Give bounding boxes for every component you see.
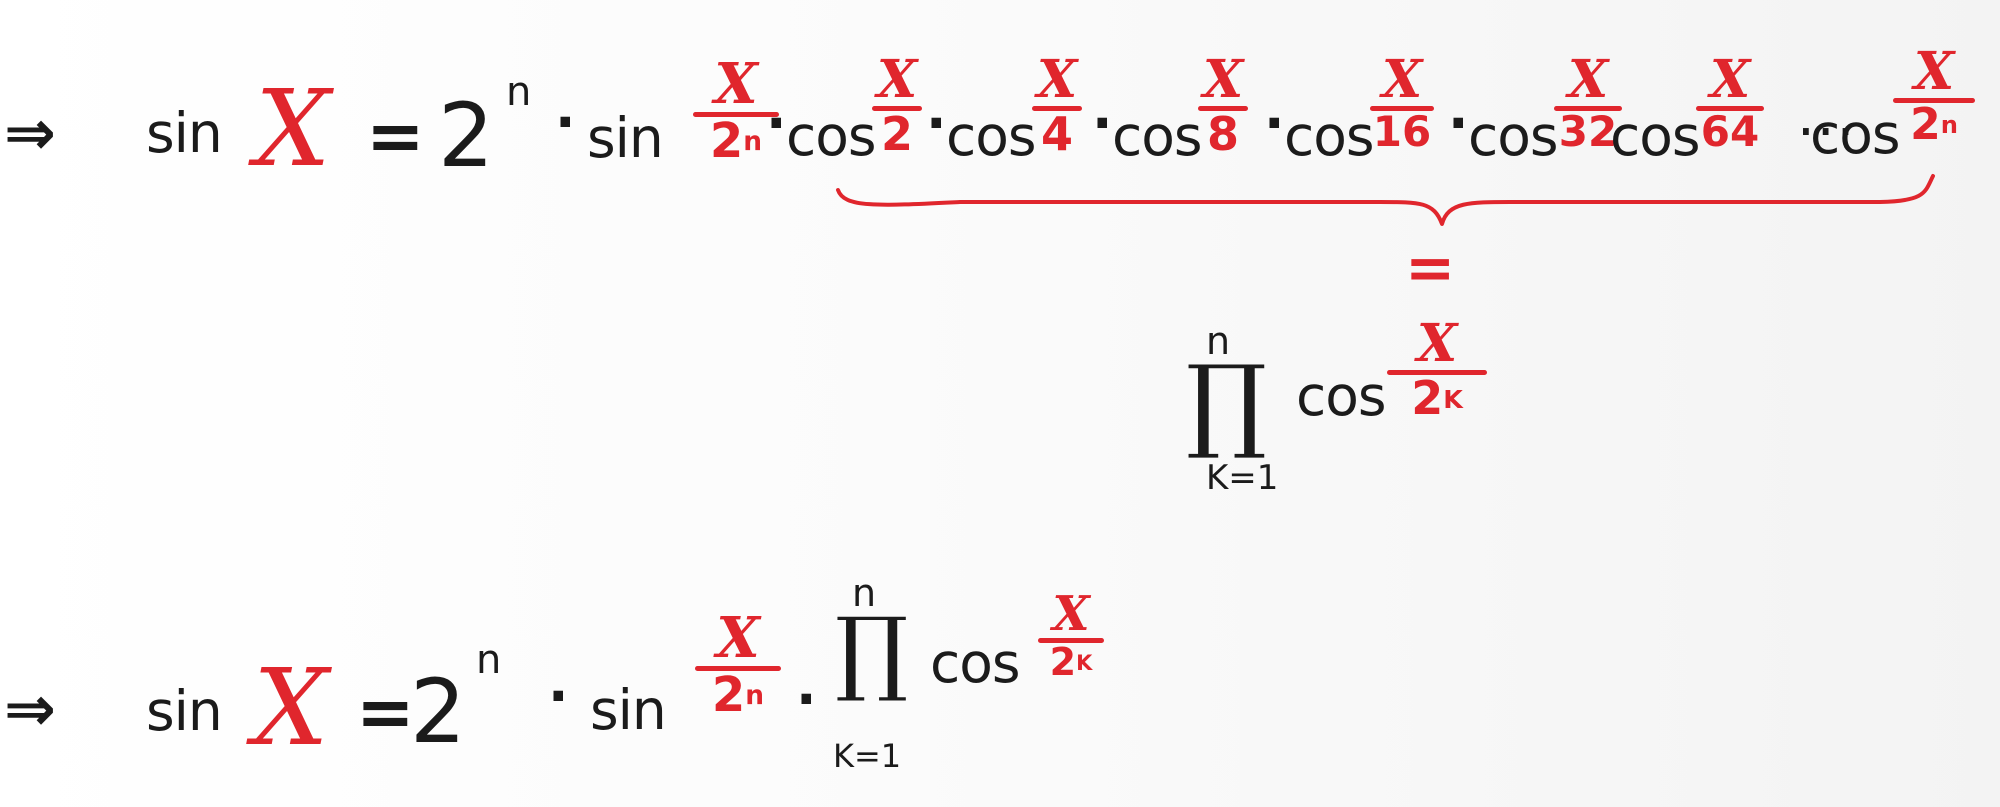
fraction-denominator: 8 bbox=[1206, 107, 1239, 161]
denominator-exponent-n: n bbox=[743, 126, 763, 158]
denominator-base-2: 2 bbox=[1049, 640, 1077, 684]
denominator-exponent-n: n bbox=[745, 680, 765, 712]
lhs-variable-x-2: X bbox=[253, 646, 329, 769]
cos-function: cos bbox=[1112, 104, 1203, 168]
denominator-base-2: 2 bbox=[1910, 99, 1941, 150]
fraction-numerator-x: X bbox=[1381, 49, 1423, 110]
multiply-dot: · bbox=[1092, 92, 1113, 155]
fraction-denominator: 2 bbox=[880, 107, 913, 161]
cos-function-2: cos bbox=[930, 631, 1021, 695]
fraction-bar bbox=[695, 666, 781, 671]
multiply-dot: · bbox=[1448, 92, 1469, 155]
fraction-numerator-x: X bbox=[1202, 49, 1244, 110]
ellipsis: ··· bbox=[1797, 100, 1857, 165]
fraction-bar bbox=[872, 106, 922, 111]
lhs-sin-2: sin bbox=[146, 679, 223, 743]
implies-arrow-1: ⇒ bbox=[4, 96, 56, 169]
brace-cos-fraction: X 2K bbox=[1384, 318, 1490, 421]
multiply-dot: · bbox=[926, 92, 947, 155]
brace-cos-function: cos bbox=[1296, 364, 1387, 428]
fraction-bar bbox=[1370, 106, 1434, 111]
fraction-denominator-2k: 2K bbox=[1384, 375, 1490, 421]
lhs-sin-1: sin bbox=[146, 101, 223, 165]
multiply-dot: · bbox=[1264, 92, 1285, 155]
fraction-denominator: 16 bbox=[1372, 107, 1432, 156]
denominator-exponent-n: n bbox=[1940, 110, 1958, 139]
fraction-denominator-2n: 2n bbox=[688, 117, 784, 165]
multiply-dot-3: · bbox=[796, 668, 817, 731]
product-lower-limit-k1: K=1 bbox=[833, 737, 902, 775]
fraction-numerator-x: X bbox=[1052, 586, 1090, 642]
last-cos-function: cos bbox=[1810, 102, 1901, 166]
fraction-numerator-x: X bbox=[1709, 49, 1751, 110]
lhs-variable-x-1: X bbox=[255, 67, 331, 190]
multiply-dot: · bbox=[766, 92, 787, 155]
sin-argument-fraction-1: X 2n bbox=[688, 56, 784, 165]
cos-function: cos bbox=[946, 104, 1037, 168]
product-lower-limit-k1: K=1 bbox=[1206, 458, 1279, 498]
last-cos-fraction: X 2n bbox=[1888, 46, 1980, 147]
coefficient-exponent-n-1: n bbox=[506, 69, 532, 115]
fraction-numerator-x: X bbox=[714, 51, 758, 117]
denominator-exponent-k: K bbox=[1443, 384, 1463, 414]
fraction-bar bbox=[1893, 98, 1975, 103]
denominator-exponent-k: K bbox=[1076, 650, 1093, 675]
denominator-base-2: 2 bbox=[709, 113, 744, 169]
cos-function: cos bbox=[1468, 104, 1559, 168]
product-upper-limit-n: n bbox=[852, 571, 877, 615]
implies-arrow-2: ⇒ bbox=[4, 672, 56, 745]
fraction-numerator-x: X bbox=[1416, 313, 1458, 374]
fraction-denominator: 4 bbox=[1040, 107, 1073, 161]
fraction-bar bbox=[1696, 106, 1764, 111]
denominator-base-2: 2 bbox=[1411, 371, 1444, 425]
fraction-denominator: 32 bbox=[1558, 107, 1618, 156]
multiply-dot-2: · bbox=[548, 665, 569, 728]
fraction-numerator-x: X bbox=[876, 49, 918, 110]
product-upper-limit-n: n bbox=[1206, 319, 1231, 363]
fraction-bar bbox=[693, 112, 779, 117]
fraction-denominator-2n: 2n bbox=[690, 671, 786, 719]
equals-sign-1: = bbox=[366, 95, 425, 177]
fraction-denominator: 64 bbox=[1700, 107, 1760, 156]
fraction-bar bbox=[1387, 370, 1487, 375]
cos-function: cos bbox=[1610, 104, 1701, 168]
fraction-bar bbox=[1038, 638, 1104, 643]
fraction-numerator-x: X bbox=[1913, 41, 1955, 102]
fraction-denominator-2n: 2n bbox=[1888, 103, 1980, 147]
coefficient-exponent-n-2: n bbox=[476, 637, 502, 683]
sin-function-1: sin bbox=[587, 106, 664, 170]
fraction-bar bbox=[1554, 106, 1622, 111]
fraction-numerator-x: X bbox=[1567, 49, 1609, 110]
product-symbol: ∏ bbox=[1186, 344, 1268, 463]
sin-argument-fraction-2: X 2n bbox=[690, 610, 786, 719]
multiply-dot-1: · bbox=[555, 91, 576, 154]
cos-argument-fraction-2: X 2K bbox=[1034, 590, 1108, 681]
fraction-numerator-x: X bbox=[716, 605, 760, 671]
equals-sign-2: = bbox=[356, 671, 415, 753]
cos-function: cos bbox=[786, 104, 877, 168]
cos-function: cos bbox=[1284, 104, 1375, 168]
fraction-bar bbox=[1198, 106, 1248, 111]
brace-equals-sign: = bbox=[1405, 233, 1456, 303]
fraction-bar bbox=[1032, 106, 1082, 111]
coefficient-two-1: 2 bbox=[438, 84, 494, 187]
denominator-base-2: 2 bbox=[711, 667, 746, 723]
fraction-denominator-2k: 2K bbox=[1034, 643, 1108, 681]
fraction-numerator-x: X bbox=[1036, 49, 1078, 110]
coefficient-two-2: 2 bbox=[410, 660, 466, 763]
sin-function-2: sin bbox=[590, 678, 667, 742]
product-symbol: ∏ bbox=[835, 598, 909, 705]
